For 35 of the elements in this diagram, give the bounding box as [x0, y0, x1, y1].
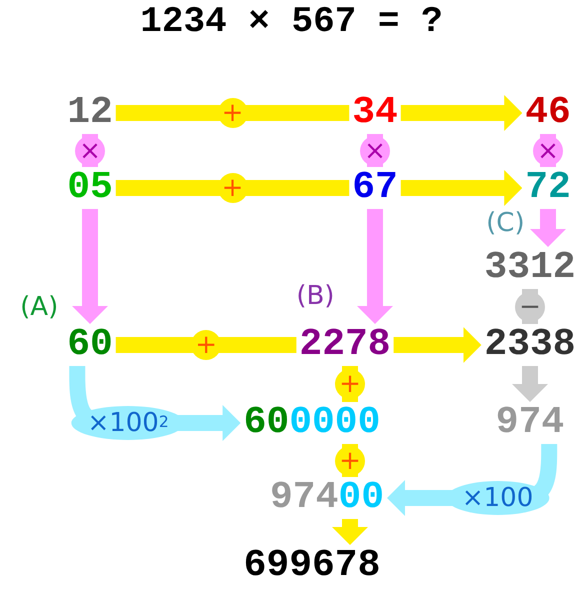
operator-label: −	[515, 292, 545, 322]
arrow	[400, 95, 522, 131]
arrow	[530, 209, 566, 247]
arrow	[72, 209, 108, 324]
number-label: 600000	[244, 404, 380, 442]
number-label: 97400	[270, 479, 384, 517]
operator-label: ×	[75, 136, 105, 166]
operator-label: +	[218, 98, 248, 128]
number-label: 60	[67, 326, 113, 364]
number-label: 46	[525, 94, 571, 132]
arrow	[332, 519, 368, 545]
operator-label: +	[335, 446, 365, 476]
number-label: 72	[525, 169, 571, 207]
operator-label: ×	[533, 136, 563, 166]
number-label: 699678	[244, 547, 380, 585]
number-label: 12	[67, 94, 113, 132]
title: 1234 × 567 = ?	[139, 2, 444, 42]
number-label: 3312	[484, 249, 576, 287]
operator-label: +	[335, 369, 365, 399]
number-label: 2278	[299, 326, 391, 364]
operator-label: +	[218, 173, 248, 203]
number-label: 2338	[484, 326, 576, 364]
operator-label: ×	[360, 136, 390, 166]
number-label: 67	[352, 169, 398, 207]
arrow	[512, 366, 548, 402]
operator-label: +	[191, 330, 222, 360]
arrow	[394, 327, 482, 363]
step-label: (A)	[20, 294, 58, 320]
number-label: 05	[67, 169, 113, 207]
number-label: 974	[496, 404, 564, 442]
arrow	[357, 209, 393, 324]
arrow	[400, 170, 522, 206]
number-label: 34	[352, 94, 398, 132]
step-label: (C)	[486, 210, 525, 236]
step-label: (B)	[296, 283, 334, 309]
